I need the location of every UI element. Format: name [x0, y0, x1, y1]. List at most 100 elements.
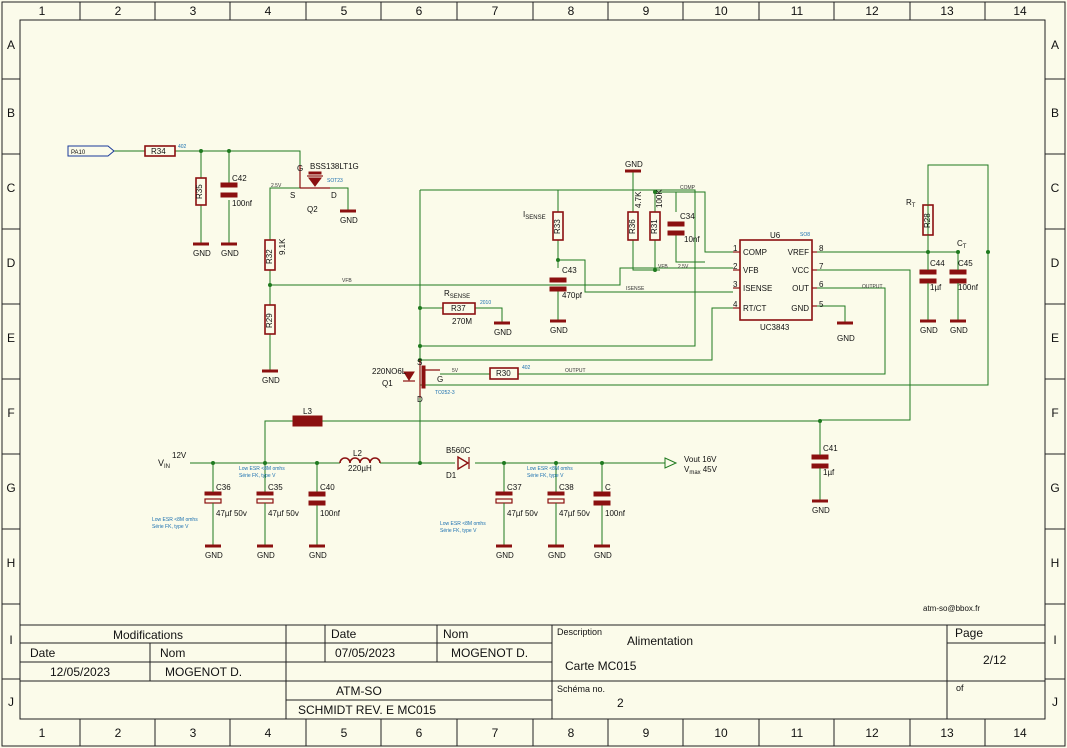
column-label-top: 11 [791, 4, 804, 18]
ic-pin-number: 3 [733, 280, 738, 289]
svg-text:Nom: Nom [443, 627, 468, 641]
capacitor-c42: C42 100nf [220, 174, 253, 208]
row-label-right: G [1050, 481, 1059, 495]
svg-text:VIN: VIN [158, 458, 170, 470]
svg-text:GND: GND [494, 328, 512, 337]
row-label-left: F [7, 406, 14, 420]
svg-text:2010: 2010 [480, 300, 491, 306]
ic-pin-name: VREF [788, 248, 809, 257]
svg-text:100nf: 100nf [232, 199, 253, 208]
svg-text:R36: R36 [628, 219, 637, 234]
column-label-top: 9 [643, 4, 650, 18]
svg-text:PA10: PA10 [71, 150, 86, 156]
svg-text:G: G [437, 375, 443, 384]
wires [114, 150, 989, 545]
svg-text:R33: R33 [553, 219, 562, 234]
resistor-r30: R30 402 [489, 365, 531, 380]
svg-text:C43: C43 [562, 266, 577, 275]
svg-text:S: S [417, 358, 422, 367]
ic-pin-name: COMP [743, 248, 767, 257]
svg-text:2.5V: 2.5V [271, 183, 282, 189]
schematic-labels: VIN 12V ISENSE RSENSE RT CT Vout 16V Vma… [152, 183, 967, 534]
column-label-top: 4 [265, 4, 272, 18]
ic-pin-number: 5 [819, 300, 824, 309]
svg-text:U6: U6 [770, 231, 781, 240]
svg-text:Page: Page [955, 626, 983, 640]
svg-text:BSS138LT1G: BSS138LT1G [310, 162, 359, 171]
inductor-l3: L3 [292, 407, 323, 427]
svg-text:C34: C34 [680, 212, 695, 221]
svg-text:R37: R37 [451, 304, 466, 313]
svg-text:D1: D1 [446, 471, 457, 480]
capacitor-c35: C35 47µf 50v [256, 483, 299, 518]
svg-text:GND: GND [837, 334, 855, 343]
ic-pin-number: 6 [819, 280, 824, 289]
svg-text:Low ESR <8M omhs: Low ESR <8M omhs [440, 521, 486, 527]
ic-pin-number: 7 [819, 262, 824, 271]
capacitor-c38: C38 47µf 50v [547, 483, 590, 518]
column-label-bottom: 7 [492, 726, 499, 740]
row-label-right: J [1052, 695, 1058, 709]
svg-text:C45: C45 [958, 259, 973, 268]
svg-text:1µf: 1µf [930, 283, 942, 292]
column-label-bottom: 8 [568, 726, 575, 740]
diode-d1: B560C D1 [446, 446, 471, 480]
document-date: 07/05/2023 [335, 646, 395, 660]
svg-text:B560C: B560C [446, 446, 471, 455]
svg-text:G: G [297, 164, 303, 173]
svg-text:C37: C37 [507, 483, 522, 492]
ic-pin-number: 1 [733, 244, 738, 253]
svg-text:Low ESR <8M omhs: Low ESR <8M omhs [239, 466, 285, 472]
svg-text:Q1: Q1 [382, 379, 393, 388]
svg-text:470pf: 470pf [562, 291, 583, 300]
svg-text:SO8: SO8 [800, 232, 810, 238]
svg-text:C42: C42 [232, 174, 247, 183]
ic-pin-name: RT/CT [743, 304, 767, 313]
svg-text:R35: R35 [195, 184, 204, 199]
resistor-r37: R37 270M 2010 [442, 300, 491, 326]
svg-text:VFB: VFB [342, 278, 352, 284]
ic-pin-name: OUT [792, 284, 809, 293]
svg-text:GND: GND [221, 249, 239, 258]
svg-text:S: S [290, 191, 295, 200]
author-rev-line: SCHMIDT REV. E MC015 [298, 703, 436, 717]
capacitor-c36: C36 47µf 50v [204, 483, 247, 518]
page-number: 2/12 [983, 653, 1007, 667]
svg-text:L2: L2 [353, 449, 362, 458]
svg-text:270M: 270M [452, 317, 472, 326]
svg-text:1µf: 1µf [823, 468, 835, 477]
svg-text:47µf 50v: 47µf 50v [559, 509, 590, 518]
vout-arrow [664, 457, 678, 469]
title-block: atm-so@bbox.fr Modifications Date Nom 12… [20, 604, 1045, 719]
mosfet-q1: S G D 220NO6L Q1 TO252-3 [372, 358, 455, 404]
column-label-bottom: 10 [714, 726, 728, 740]
capacitor-c44: C44 1µf [919, 259, 945, 292]
svg-text:GND: GND [193, 249, 211, 258]
svg-text:Description: Description [557, 627, 602, 637]
column-label-top: 7 [492, 4, 499, 18]
modification-author: MOGENOT D. [165, 665, 242, 679]
svg-text:4.7K: 4.7K [634, 191, 643, 208]
svg-text:Série FK, type V: Série FK, type V [527, 473, 564, 479]
svg-text:GND: GND [550, 326, 568, 335]
schema-number: 2 [617, 696, 624, 710]
svg-text:402: 402 [178, 144, 187, 150]
svg-text:Date: Date [331, 627, 357, 641]
svg-text:100nf: 100nf [320, 509, 341, 518]
row-label-left: D [7, 256, 16, 270]
svg-text:Schéma no.: Schéma no. [557, 684, 605, 694]
capacitor-c34: C34 10nf [667, 212, 700, 244]
row-label-left: A [7, 38, 15, 52]
capacitor-c: C 100nf [593, 483, 626, 518]
svg-text:GND: GND [812, 506, 830, 515]
mosfet-q2: G BSS138LT1G S D Q2 SOT23 [290, 162, 359, 214]
svg-text:C38: C38 [559, 483, 574, 492]
svg-text:R28: R28 [923, 213, 932, 228]
svg-text:47µf 50v: 47µf 50v [507, 509, 538, 518]
